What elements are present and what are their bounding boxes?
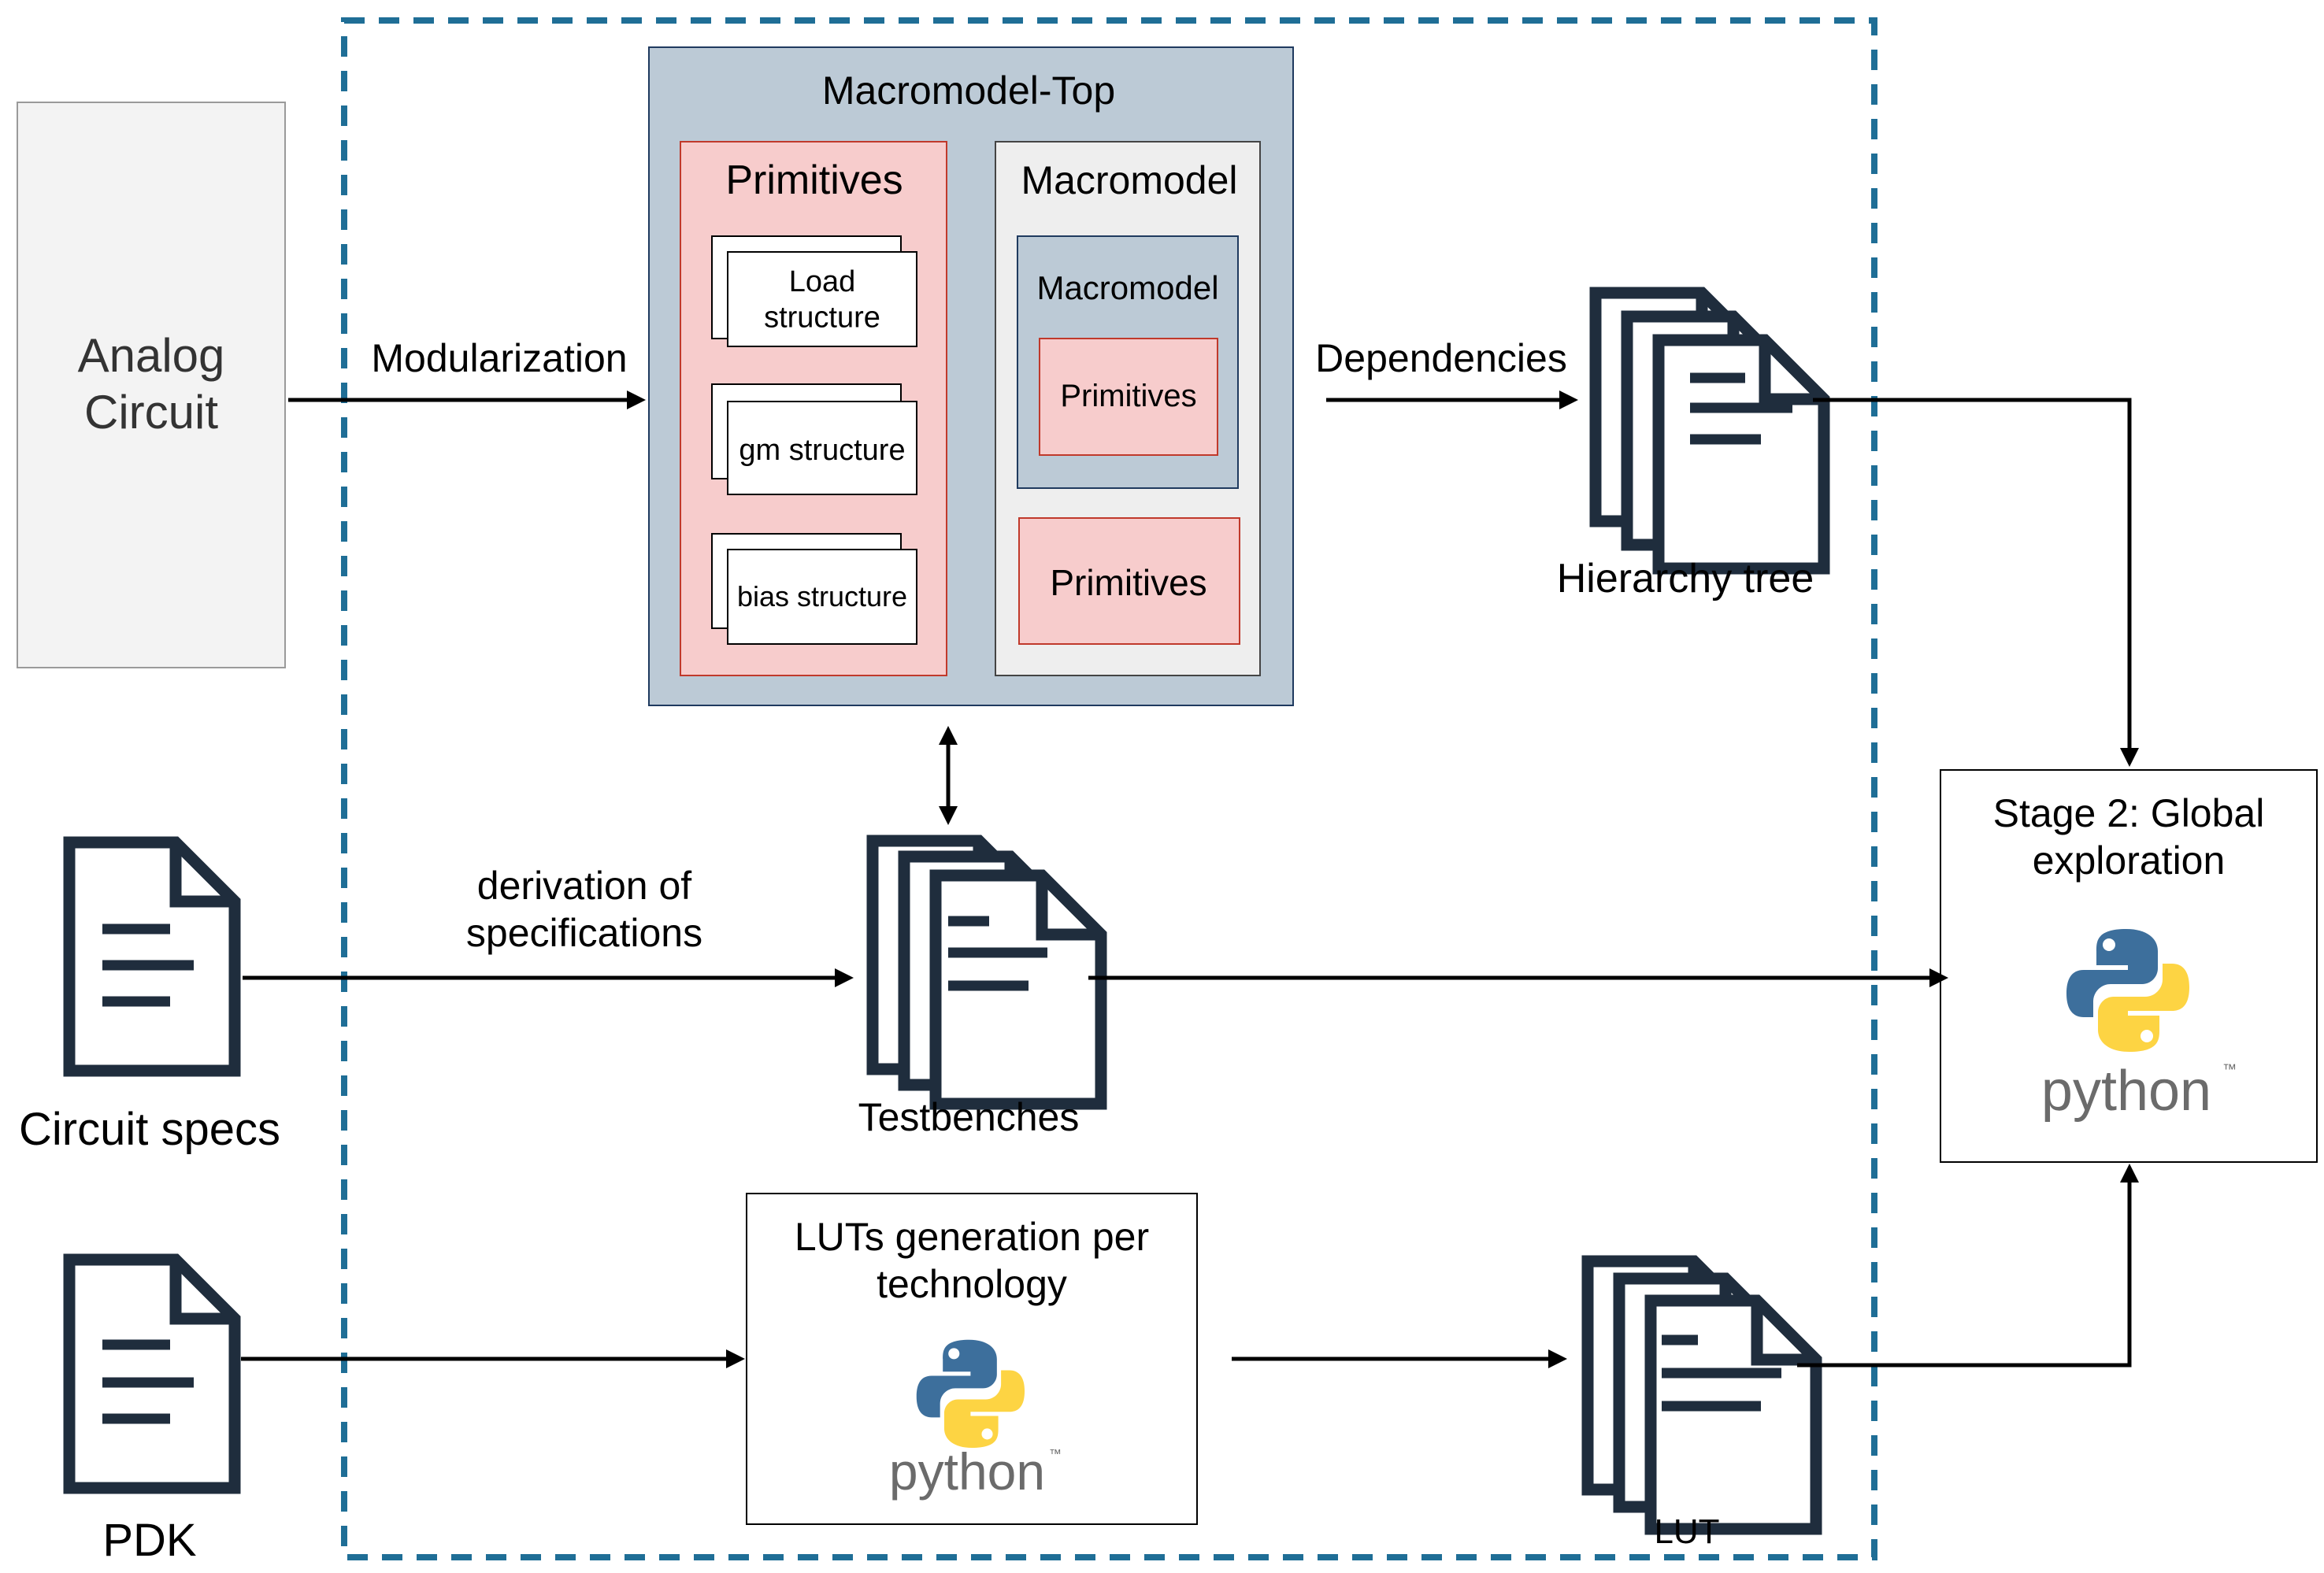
macromodel-panel-title: Macromodel [1021,158,1237,202]
circuit-specs-label: Circuit specs [19,1104,280,1155]
lut-python-text: python [889,1442,1045,1501]
lut-python-tm: ™ [1049,1448,1062,1461]
gm-structure-label: gm structure [739,434,905,467]
primitives-panel-title: Primitives [725,157,903,203]
testbenches-to-stage2-arrow [1088,968,1948,987]
macromodel-primitives-box [1018,517,1240,645]
hierarchy-to-stage2-arrow [1813,398,2139,767]
pdk-label: PDK [102,1515,197,1566]
lut-label: LUT [1654,1512,1719,1551]
stage2-python-tm: ™ [2222,1061,2237,1077]
macromodel-testbenches-bidirectional-arrow [939,726,958,825]
derivation-arrow [243,968,854,987]
testbenches-document-stack-icon [873,841,1101,1104]
hierarchy-tree-document-stack-icon [1596,293,1824,568]
bias-structure-label: bias structure [737,580,907,613]
inner-primitives-label: Primitives [1060,379,1196,413]
macromodel-panel: Macromodel Macromodel Primitives Primiti… [995,141,1261,676]
testbenches-label: Testbenches [858,1095,1080,1139]
pdk-to-lut-generation-arrow [241,1349,745,1368]
stage1-dashed-frame [341,17,1877,1560]
lut-to-stage2-arrow [1797,1164,2139,1368]
inner-primitives-box [1039,338,1218,456]
modularization-arrow [288,390,646,409]
macromodel-top-title: Macromodel-Top [822,68,1115,113]
lut-generation-to-lut-arrow [1232,1349,1567,1368]
inner-macromodel-box: Macromodel Primitives [1017,235,1239,489]
hierarchy-tree-label: Hierarchy tree [1557,556,1814,601]
lut-document-stack-icon [1588,1261,1816,1529]
gm-structure-card: gm structure [711,383,917,495]
macromodel-primitives-label: Primitives [1050,562,1206,603]
dependencies-label: Dependencies [1315,336,1567,380]
inner-macromodel-title: Macromodel [1036,269,1218,306]
pdk-document-icon [69,1260,235,1488]
dependencies-arrow [1326,390,1578,409]
circuit-specs-document-icon [69,842,235,1071]
modularization-label: Modularization [371,336,627,380]
stage2-python-text: python [2041,1060,2211,1123]
bias-structure-card: bias structure [711,533,917,645]
